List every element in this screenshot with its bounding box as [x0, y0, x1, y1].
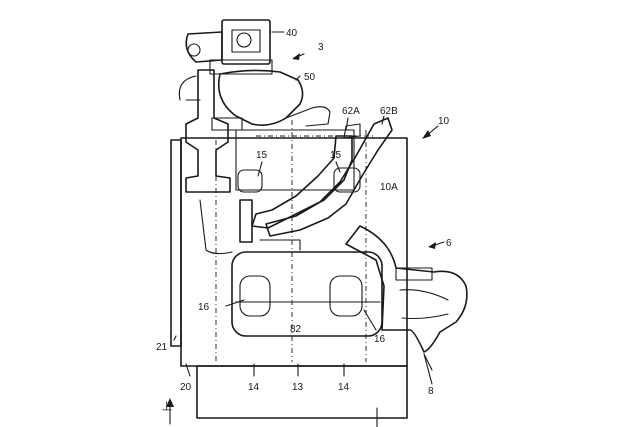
- label-6: 6: [446, 238, 452, 249]
- label-20: 20: [180, 382, 192, 393]
- port-15-right: [333, 167, 361, 193]
- label-40: 40: [286, 28, 298, 39]
- label-21: 21: [156, 342, 168, 353]
- oil-pan: [196, 365, 408, 419]
- port-15-left: [237, 169, 263, 193]
- side-plate: [170, 139, 182, 347]
- arrow-6: [428, 241, 445, 249]
- label-16-right: 16: [374, 334, 386, 345]
- cavity-16-right: [329, 275, 363, 317]
- label-82: 82: [290, 324, 302, 335]
- label-15-right: 15: [330, 150, 342, 161]
- arrow-10: [422, 125, 439, 139]
- label-50: 50: [304, 72, 316, 83]
- label-16-left: 16: [198, 302, 210, 313]
- label-3: 3: [318, 42, 324, 53]
- arrow-8: [423, 353, 433, 385]
- cavity-16-left: [239, 275, 271, 317]
- label-10A: 10A: [380, 182, 398, 193]
- label-10: 10: [438, 116, 450, 127]
- flange: [211, 117, 243, 131]
- arrow-3: [292, 53, 305, 60]
- exhaust-duct: [217, 69, 304, 126]
- leader-lines: [173, 31, 433, 377]
- downpipe: [185, 69, 231, 193]
- outlet-flange: [395, 267, 433, 281]
- up-arrow-icon: [166, 398, 174, 425]
- label-62A: 62A: [342, 106, 360, 117]
- label-13: 13: [292, 382, 304, 393]
- housing: [231, 251, 383, 337]
- label-up: 上: [162, 401, 172, 413]
- pipe-62B: [265, 117, 393, 237]
- label-14-left: 14: [248, 382, 260, 393]
- vertical-pipe: [239, 199, 253, 243]
- label-8: 8: [428, 386, 434, 397]
- turbocharger: [185, 19, 273, 75]
- label-14-right: 14: [338, 382, 350, 393]
- label-62B: 62B: [380, 106, 398, 117]
- label-15-left: 15: [256, 150, 268, 161]
